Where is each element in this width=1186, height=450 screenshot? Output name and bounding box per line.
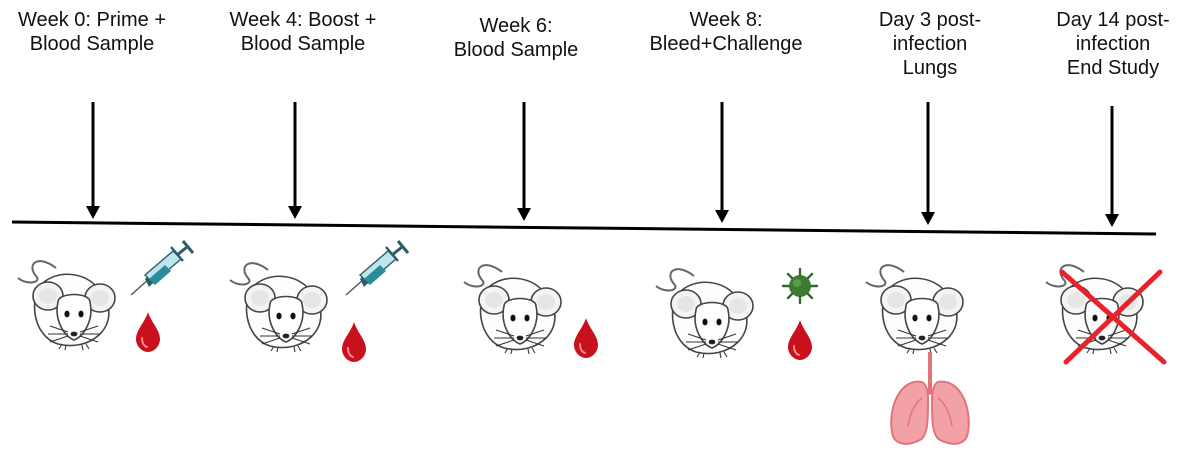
mouse-icon <box>230 263 327 352</box>
mouse-icon <box>464 265 561 354</box>
mouse-icon <box>1046 265 1143 354</box>
syringe-icon <box>131 241 193 295</box>
mouse-icon <box>18 261 115 350</box>
blood-drop-icon <box>136 312 160 352</box>
arrow-week-4 <box>288 102 302 219</box>
blood-drop-icon <box>788 320 812 360</box>
timeline-arrows <box>86 102 1119 227</box>
syringe-icon <box>346 241 408 295</box>
virus-icon <box>783 269 817 303</box>
blood-drop-icon <box>574 318 598 358</box>
arrow-day-3 <box>921 102 935 225</box>
arrow-week-8 <box>715 102 729 223</box>
timeline-axis <box>12 222 1156 234</box>
arrow-week-0 <box>86 102 100 219</box>
lungs-icon <box>891 352 969 444</box>
arrow-week-6 <box>517 102 531 221</box>
mouse-icon <box>656 269 753 358</box>
mouse-icon <box>866 265 963 354</box>
blood-drop-icon <box>342 322 366 362</box>
arrow-day-14 <box>1105 106 1119 227</box>
